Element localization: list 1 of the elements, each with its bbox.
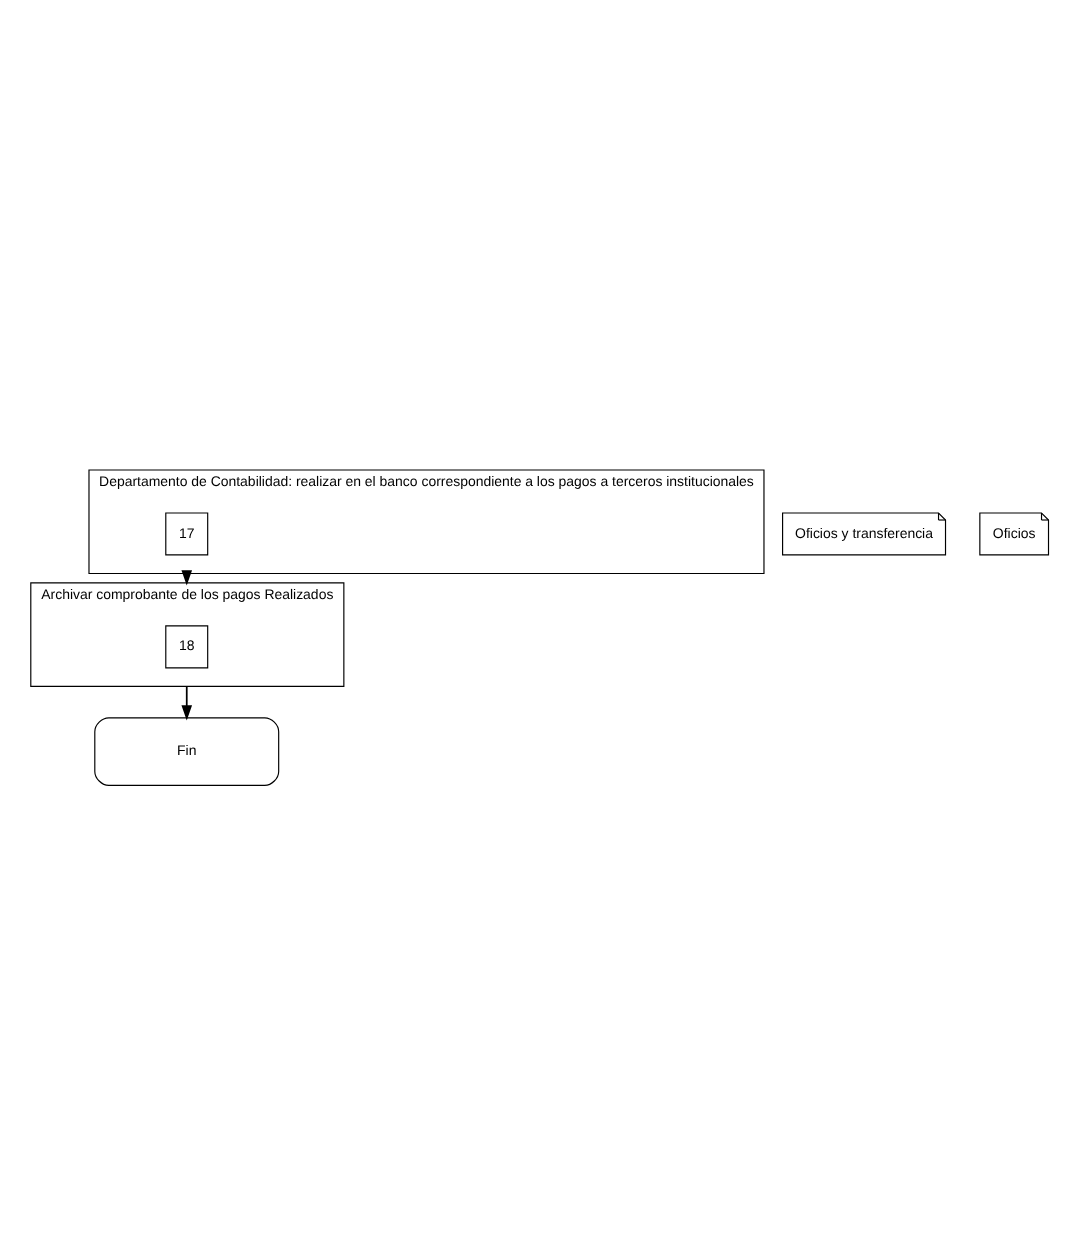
arrow [181, 684, 193, 720]
